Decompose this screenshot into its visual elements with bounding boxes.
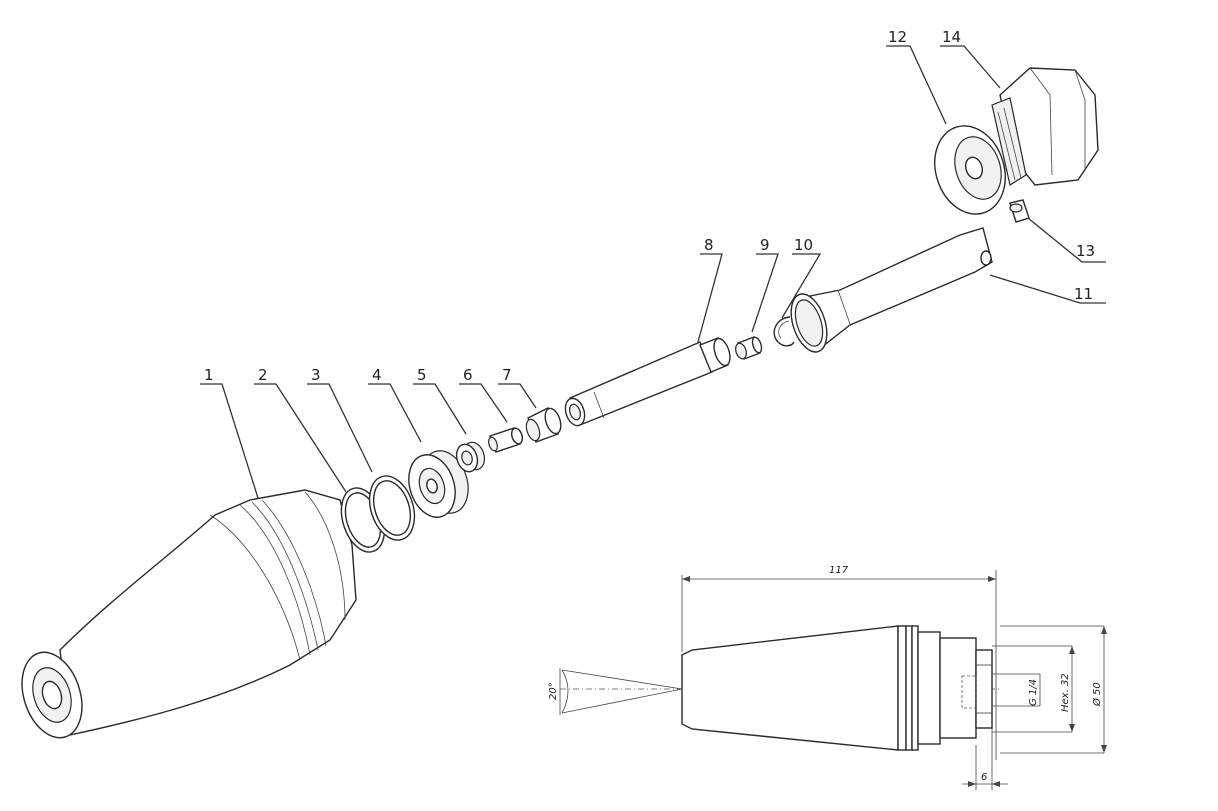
callout-14: 14 (942, 28, 961, 46)
part-13-grub (1009, 199, 1030, 223)
part-1-nozzle-body (21, 489, 357, 739)
callout-3: 3 (311, 366, 321, 384)
dim-width-6: 6 (981, 772, 987, 783)
part-7-cone-insert (525, 407, 562, 443)
dim-diameter-50: Ø 50 (1091, 682, 1103, 707)
callout-2: 2 (258, 366, 268, 384)
callout-8: 8 (704, 236, 714, 254)
part-14-hex-connector (991, 67, 1099, 186)
callout-12: 12 (888, 28, 907, 46)
part-8-shaft (564, 337, 731, 427)
part-11-rotor (790, 227, 993, 353)
callout-13: 13 (1076, 242, 1095, 260)
dim-thread-g14: G 1/4 (1028, 679, 1039, 706)
dimension-labels: 117 20° G 1/4 Hex. 32 Ø 50 6 (548, 565, 1103, 783)
callout-6: 6 (463, 366, 473, 384)
dimensioned-side-view (559, 570, 1107, 790)
part-12-seal-ring (934, 125, 1006, 215)
callout-7: 7 (502, 366, 512, 384)
part-6-jet-insert (488, 427, 524, 453)
part-5-bushing (455, 441, 486, 473)
part-3-o-ring (368, 475, 416, 541)
callout-11: 11 (1074, 285, 1093, 303)
dim-angle-20: 20° (548, 682, 559, 700)
dim-length-117: 117 (829, 565, 849, 576)
callout-9: 9 (760, 236, 770, 254)
dim-hex-32: Hex. 32 (1060, 673, 1071, 712)
callout-4: 4 (372, 366, 382, 384)
callout-5: 5 (417, 366, 427, 384)
callout-numbers: 1 2 3 4 5 6 7 8 9 10 11 12 13 14 (204, 28, 1095, 384)
callout-1: 1 (204, 366, 214, 384)
callout-10: 10 (794, 236, 813, 254)
part-9-filter (735, 336, 763, 360)
callout-leaders (200, 45, 1106, 499)
part-10-retaining-clip (773, 316, 795, 347)
part-4-seat (408, 450, 469, 518)
